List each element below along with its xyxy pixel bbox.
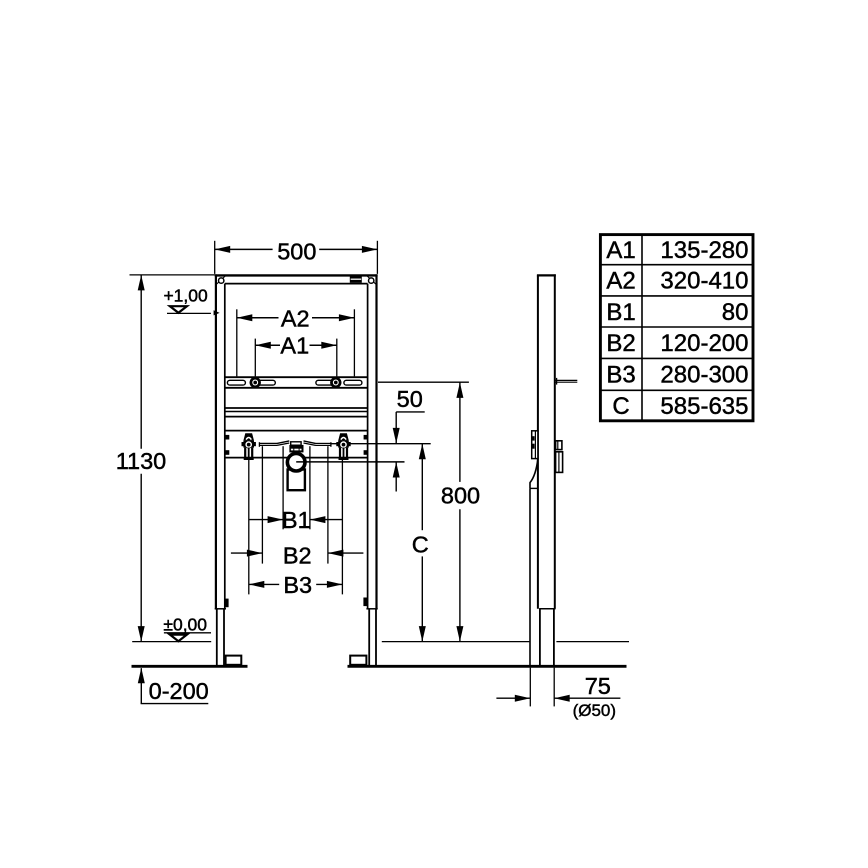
svg-text:A1: A1 <box>280 333 309 359</box>
svg-text:500: 500 <box>277 238 316 264</box>
svg-text:B2: B2 <box>283 542 312 568</box>
svg-text:+1,00: +1,00 <box>163 285 208 305</box>
svg-text:0-200: 0-200 <box>149 678 209 704</box>
svg-text:800: 800 <box>441 483 480 509</box>
svg-text:(Ø50): (Ø50) <box>573 701 616 720</box>
svg-text:120-200: 120-200 <box>660 330 748 357</box>
svg-text:B3: B3 <box>606 362 635 389</box>
svg-text:A1: A1 <box>606 237 635 264</box>
svg-text:B1: B1 <box>606 299 635 326</box>
svg-text:A2: A2 <box>606 268 635 295</box>
svg-text:75: 75 <box>585 673 611 699</box>
svg-text:280-300: 280-300 <box>660 362 748 389</box>
svg-text:50: 50 <box>397 386 423 412</box>
svg-text:1130: 1130 <box>116 448 167 474</box>
svg-text:±0,00: ±0,00 <box>163 614 207 634</box>
svg-text:135-280: 135-280 <box>660 237 748 264</box>
svg-text:585-635: 585-635 <box>660 393 748 420</box>
svg-text:80: 80 <box>722 299 749 326</box>
svg-text:C: C <box>412 532 429 558</box>
svg-text:C: C <box>612 393 629 420</box>
svg-text:320-410: 320-410 <box>660 268 748 295</box>
svg-text:A2: A2 <box>281 305 310 331</box>
svg-text:B2: B2 <box>606 330 635 357</box>
svg-text:B1: B1 <box>282 507 311 533</box>
svg-text:B3: B3 <box>283 572 312 598</box>
